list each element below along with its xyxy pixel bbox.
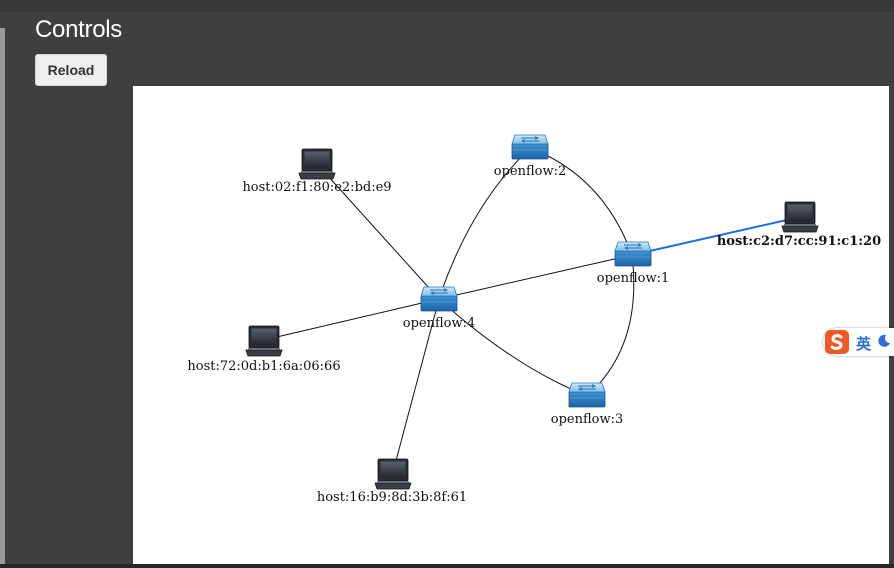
link-openflow1-hostc2-selected[interactable]: [631, 216, 801, 256]
node-label: host:c2:d7:cc:91:c1:20: [717, 234, 881, 249]
link-openflow4-openflow2[interactable]: [438, 147, 531, 300]
node-label: host:72:0d:b1:6a:06:66: [187, 359, 340, 374]
topology-graph[interactable]: openflow:2 openflow:1 openflow:4 openflo…: [133, 86, 889, 564]
topology-canvas[interactable]: openflow:2 openflow:1 openflow:4 openflo…: [133, 86, 889, 564]
host-c2-d7-cc-91-c1-20[interactable]: host:c2:d7:cc:91:c1:20: [717, 201, 881, 249]
link-openflow4-openflow3[interactable]: [438, 298, 588, 397]
reload-button[interactable]: Reload: [35, 54, 107, 86]
node-label: host:02:f1:80:e2:bd:e9: [242, 180, 391, 195]
node-label: openflow:2: [494, 164, 567, 179]
switch-icon: [420, 286, 458, 312]
host-16-b9-8d-3b-8f-61[interactable]: host:16:b9:8d:3b:8f:61: [317, 458, 467, 505]
host-02-f1-80-e2-bd-e9[interactable]: host:02:f1:80:e2:bd:e9: [242, 148, 392, 195]
link-openflow4-host72[interactable]: [263, 298, 440, 341]
switch-icon: [511, 134, 549, 160]
node-label: openflow:3: [551, 412, 624, 427]
laptop-icon: [298, 148, 336, 180]
link-openflow4-host02[interactable]: [317, 164, 440, 300]
node-label: host:16:b9:8d:3b:8f:61: [317, 490, 467, 505]
switch-openflow-1[interactable]: openflow:1: [597, 241, 670, 286]
moon-icon[interactable]: [877, 334, 891, 348]
host-72-0d-b1-6a-06-66[interactable]: host:72:0d:b1:6a:06:66: [187, 325, 341, 374]
top-bar: [0, 0, 894, 12]
node-label: openflow:4: [403, 316, 476, 331]
link-openflow4-host16[interactable]: [392, 298, 440, 473]
ime-language-label[interactable]: 英: [856, 335, 872, 353]
ime-toolbar[interactable]: 英: [823, 328, 894, 356]
laptop-icon: [781, 201, 819, 233]
switch-openflow-3[interactable]: openflow:3: [551, 382, 624, 427]
laptop-icon: [245, 325, 283, 357]
sogou-logo-icon[interactable]: [825, 330, 849, 354]
laptop-icon: [374, 458, 412, 490]
bottom-edge: [0, 564, 894, 568]
node-label: openflow:1: [597, 271, 670, 286]
page-title: Controls: [35, 16, 122, 43]
switch-icon: [614, 241, 652, 267]
link-openflow4-openflow1[interactable]: [438, 254, 633, 300]
switch-openflow-4[interactable]: openflow:4: [403, 286, 476, 331]
left-edge-stripe: [0, 28, 5, 568]
switch-icon: [568, 382, 606, 408]
switch-openflow-2[interactable]: openflow:2: [494, 134, 567, 179]
